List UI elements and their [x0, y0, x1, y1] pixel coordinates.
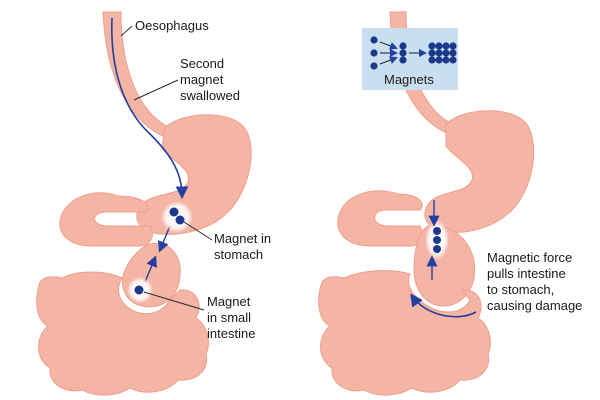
left-duodenum — [59, 192, 153, 247]
magnet-in-small-intestine-label: Magnet in small intestine — [207, 294, 256, 341]
magnets-legend-icons — [370, 36, 457, 70]
oesophagus-label: Oesophagus — [135, 18, 209, 33]
left-stomach — [136, 114, 252, 235]
leader-stomach-magnet — [183, 221, 213, 241]
right-duodenum — [337, 190, 423, 247]
right-stomach — [424, 110, 535, 233]
second-magnet-label: Second magnet swallowed — [180, 56, 240, 103]
magnetic-force-label: Magnetic force pulls intestine to stomac… — [487, 250, 583, 313]
leader-oesophagus — [120, 25, 133, 37]
magnet-path-arrow — [111, 17, 189, 200]
attraction-arrow-up — [144, 255, 157, 283]
magnet-in-stomach-label: Magnet in stomach — [214, 231, 272, 262]
stomach-magnet — [169, 207, 179, 217]
intestine-magnet — [134, 285, 144, 295]
pull-curve-arrow — [410, 293, 477, 318]
leader-intestine-magnet — [143, 291, 205, 311]
leader-second-magnet — [133, 79, 179, 101]
stomach-magnet — [175, 215, 185, 225]
joined-magnets — [433, 227, 441, 253]
magnets-legend-title: Magnets — [384, 72, 434, 87]
magnets-legend-arrows — [379, 41, 427, 65]
right-small-intestine — [318, 270, 491, 396]
left-anatomy — [36, 11, 252, 396]
left-small-intestine — [36, 271, 209, 396]
